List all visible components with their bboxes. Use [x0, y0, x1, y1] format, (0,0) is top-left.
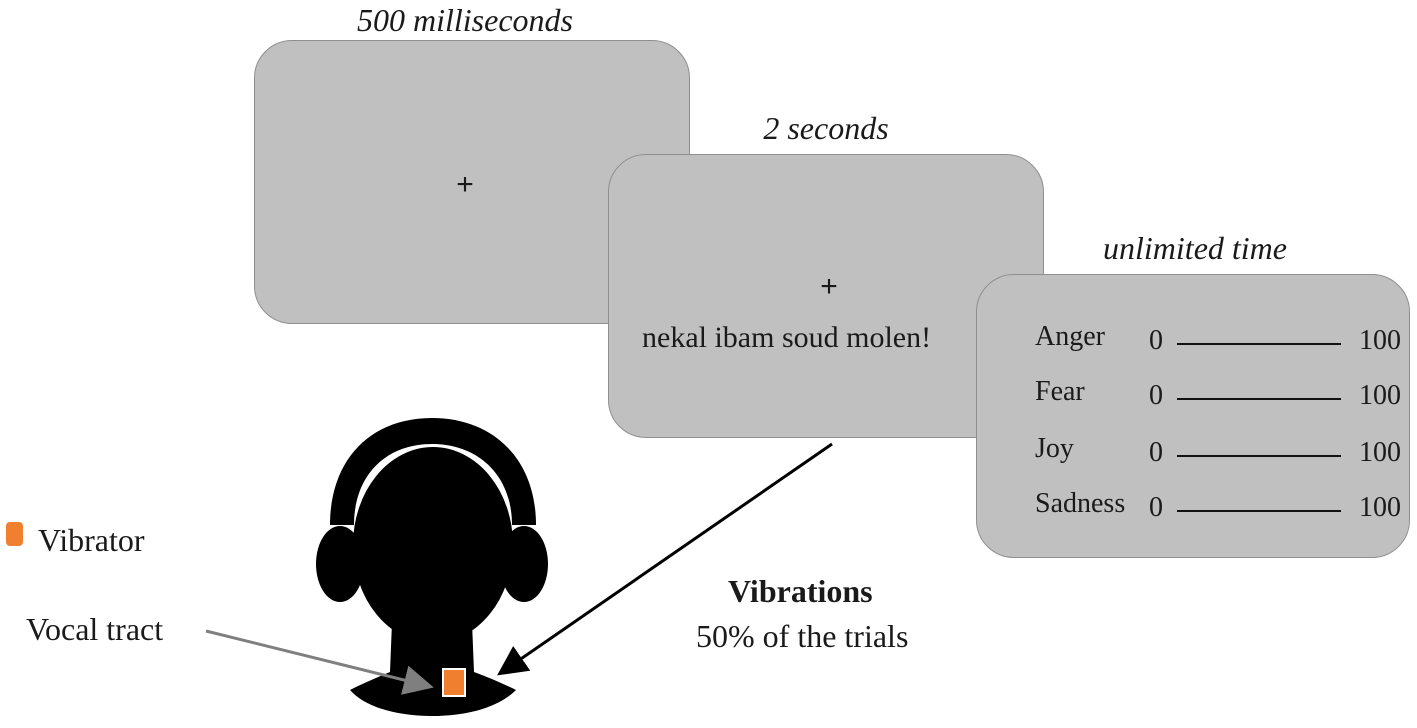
rating-row-anger: Anger 0 100 [1035, 321, 1405, 361]
scale-max: 100 [1359, 325, 1401, 356]
fixation-cross: + [820, 270, 838, 303]
vibrations-subtitle: 50% of the trials [696, 618, 909, 654]
scale-min: 0 [1149, 380, 1163, 411]
scale-max: 100 [1359, 492, 1401, 523]
rating-scale-line[interactable] [1177, 343, 1341, 345]
vocal-tract-label: Vocal tract [26, 611, 164, 647]
vibrations-title: Vibrations [728, 573, 873, 609]
emotion-label: Anger [1035, 321, 1105, 352]
neck-icon [350, 622, 516, 716]
emotion-label: Sadness [1035, 488, 1126, 519]
headphone-band-icon [330, 418, 536, 525]
rating-row-joy: Joy 0 100 [1035, 433, 1405, 473]
rating-scale-line[interactable] [1177, 455, 1341, 457]
rating-scale-line[interactable] [1177, 510, 1341, 512]
head-silhouette-icon [353, 447, 513, 643]
vibrator-device-icon [442, 668, 466, 697]
fixation-cross: + [456, 168, 474, 201]
emotion-label: Fear [1035, 376, 1085, 407]
scale-min: 0 [1149, 492, 1163, 523]
vibrator-legend-swatch-icon [6, 522, 23, 546]
scale-max: 100 [1359, 380, 1401, 411]
emotion-label: Joy [1035, 433, 1074, 464]
scale-min: 0 [1149, 325, 1163, 356]
ear-cup-right-icon [500, 526, 548, 602]
vibrator-legend-label: Vibrator [38, 522, 145, 558]
vocal-tract-arrow-icon [205, 629, 434, 695]
vibration-arrow-icon [497, 442, 833, 676]
rating-scale-line[interactable] [1177, 398, 1341, 400]
screen-1-time-label: 500 milliseconds [357, 2, 573, 38]
screen-2-time-label: 2 seconds [763, 110, 889, 146]
rating-row-fear: Fear 0 100 [1035, 376, 1405, 416]
rating-row-sadness: Sadness 0 100 [1035, 488, 1405, 528]
scale-min: 0 [1149, 437, 1163, 468]
ear-cup-left-icon [316, 526, 364, 602]
pseudo-sentence: nekal ibam soud molen! [642, 321, 932, 354]
scale-max: 100 [1359, 437, 1401, 468]
screen-3-time-label: unlimited time [1103, 230, 1287, 266]
screen-sentence: + nekal ibam soud molen! [608, 154, 1044, 438]
screen-ratings: Anger 0 100 Fear 0 100 Joy 0 100 Sadness… [976, 274, 1410, 558]
